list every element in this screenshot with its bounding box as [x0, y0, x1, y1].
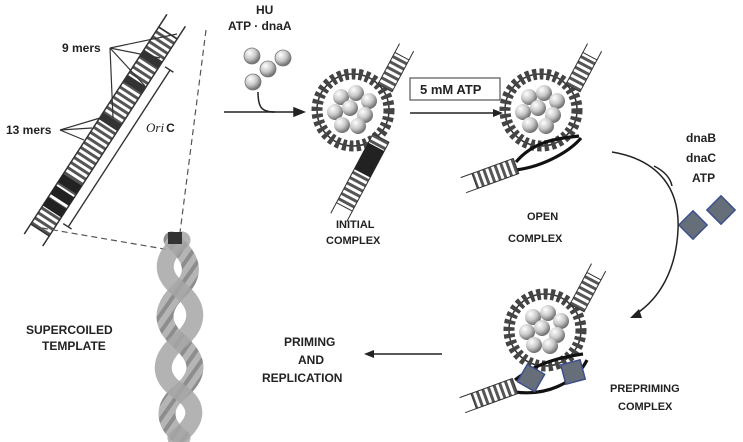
- zoom-line-upper: [177, 29, 207, 249]
- priming-label-line3: REPLICATION: [262, 371, 342, 385]
- zoom-line-lower: [41, 227, 171, 251]
- initial-complex-label-line2: COMPLEX: [326, 235, 381, 247]
- prepriming-label-line1: PREPRIMING: [610, 383, 680, 395]
- thirteen-mers-pointers: [59, 117, 101, 141]
- hu-label: HU: [256, 3, 273, 17]
- priming-arrow: [364, 350, 442, 358]
- atp-dnaa-label: ATP · dnaA: [228, 19, 292, 33]
- open-arrow: [410, 109, 503, 117]
- atp-label: ATP: [692, 171, 715, 185]
- dnaa-spheres: [243, 47, 292, 91]
- open-complex-label-line1: OPEN: [527, 211, 558, 223]
- supercoiled-label-line1: SUPERCOILED: [26, 323, 113, 337]
- atp-5mm-box: [409, 77, 501, 101]
- atp-5mm-label: 5 mM ATP: [420, 82, 482, 97]
- thirteen-mers-label: 13 mers: [6, 123, 52, 137]
- priming-label-line2: AND: [298, 353, 324, 367]
- prepriming-complex: [459, 263, 607, 414]
- open-complex: [460, 43, 603, 194]
- nine-mers-pointers: [109, 33, 178, 119]
- initial-complex: [311, 43, 415, 222]
- loading-arrow: [611, 151, 679, 318]
- open-complex-label-line2: COMPLEX: [508, 233, 563, 245]
- binding-arrow: [224, 91, 307, 118]
- initial-complex-label-line1: INITIAL: [336, 219, 375, 231]
- supercoiled-label-line2: TEMPLATE: [42, 339, 106, 353]
- supercoiled-template: [154, 231, 204, 442]
- dnab-label: dnaB: [686, 131, 716, 145]
- nine-mers-label: 9 mers: [62, 41, 101, 55]
- priming-label-line1: PRIMING: [284, 335, 335, 349]
- dnab-dnac-proteins: [677, 194, 737, 241]
- dnac-label: dnaC: [686, 151, 716, 165]
- prepriming-label-line2: COMPLEX: [618, 401, 673, 413]
